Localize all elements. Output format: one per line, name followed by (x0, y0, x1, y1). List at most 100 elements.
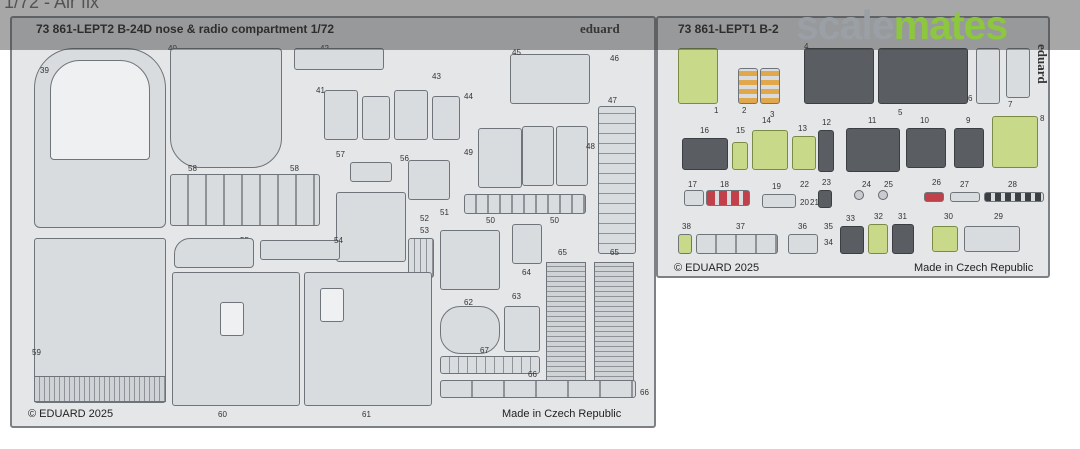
label-r7: 7 (1008, 100, 1013, 109)
label-r22: 22 (800, 180, 809, 189)
part-31 (892, 224, 914, 254)
part-47 (598, 106, 636, 254)
fret-title: 73 861-LEPT1 B-2 (678, 22, 779, 36)
label-58b: 58 (290, 164, 299, 173)
part-41b (362, 96, 390, 140)
copyright-right: © EDUARD 2025 (674, 262, 760, 274)
part-5 (878, 48, 968, 104)
photo-etch-fret-right: 73 861-LEPT1 B-2 eduard 1 2 3 4 5 6 7 16… (656, 16, 1050, 278)
label-r8: 8 (1040, 114, 1045, 123)
label-r38: 38 (682, 222, 691, 231)
label-41: 41 (316, 86, 325, 95)
part-66 (440, 380, 636, 398)
label-65a: 65 (558, 248, 567, 257)
label-r32: 32 (874, 212, 883, 221)
part-16 (682, 138, 728, 170)
breadcrumb: 1/72 - Air fix (4, 0, 100, 12)
label-50a: 50 (486, 216, 495, 225)
label-56: 56 (400, 154, 409, 163)
copyright-left: © EDUARD 2025 (28, 408, 114, 420)
watermark-mates: mates (893, 2, 1009, 48)
part-59 (34, 238, 166, 403)
part-25 (878, 190, 888, 200)
part-60-window (220, 302, 244, 336)
label-45: 45 (512, 48, 521, 57)
part-65b (594, 262, 634, 382)
part-50 (464, 194, 586, 214)
label-r18: 18 (720, 180, 729, 189)
scalemates-watermark: scalemates (796, 2, 1009, 49)
origin-right: Made in Czech Republic (914, 262, 1034, 274)
part-3 (760, 68, 780, 104)
part-54 (260, 240, 340, 260)
part-57 (350, 162, 392, 182)
label-r15: 15 (736, 126, 745, 135)
label-r21: 21 (810, 198, 819, 207)
part-14 (752, 130, 788, 170)
watermark-scale: scale (796, 2, 895, 48)
part-49 (478, 128, 522, 188)
label-59: 59 (32, 348, 41, 357)
label-43: 43 (432, 72, 441, 81)
label-r11: 11 (868, 116, 877, 125)
part-19 (762, 194, 796, 208)
label-48: 48 (586, 142, 595, 151)
label-r3: 3 (770, 110, 775, 119)
part-59-strip (34, 376, 166, 402)
part-65a (546, 262, 586, 382)
eduard-logo: eduard (580, 21, 620, 36)
origin-left: Made in Czech Republic (502, 408, 622, 420)
label-61: 61 (362, 410, 371, 419)
label-r9: 9 (966, 116, 971, 125)
watermark-overlay-band (0, 0, 1080, 50)
part-58 (170, 174, 320, 226)
label-53: 53 (420, 226, 429, 235)
label-r16: 16 (700, 126, 709, 135)
label-65b: 65 (610, 248, 619, 257)
part-29 (964, 226, 1020, 252)
label-50b: 50 (550, 216, 559, 225)
part-17 (684, 190, 704, 206)
label-r28: 28 (1008, 180, 1017, 189)
label-66: 66 (528, 370, 537, 379)
part-40 (170, 48, 282, 168)
part-18 (706, 190, 750, 206)
label-r31: 31 (898, 212, 907, 221)
part-60 (172, 272, 300, 406)
part-32 (868, 224, 888, 254)
label-r20: 20 (800, 198, 809, 207)
part-12 (818, 130, 834, 172)
part-28 (984, 192, 1044, 202)
label-r26: 26 (932, 178, 941, 187)
label-62: 62 (464, 298, 473, 307)
part-41a (324, 90, 358, 140)
part-67 (440, 356, 540, 374)
part-9 (954, 128, 984, 168)
label-64: 64 (522, 268, 531, 277)
part-36 (788, 234, 818, 254)
part-52 (336, 192, 406, 262)
label-r5: 5 (898, 108, 903, 117)
label-r23: 23 (822, 178, 831, 187)
part-41c (394, 90, 428, 140)
part-48b (556, 126, 588, 186)
label-r34: 34 (824, 238, 833, 247)
part-48c (440, 230, 500, 290)
label-r24: 24 (862, 180, 871, 189)
label-r36: 36 (798, 222, 807, 231)
label-63: 63 (512, 292, 521, 301)
label-60: 60 (218, 410, 227, 419)
label-67: 67 (480, 346, 489, 355)
part-42 (294, 48, 384, 70)
part-39-inner (50, 60, 150, 160)
fret-title: 73 861-LEPT2 B-24D nose & radio compartm… (36, 22, 335, 36)
part-4 (804, 48, 874, 104)
part-13 (792, 136, 816, 170)
label-r13: 13 (798, 124, 807, 133)
label-r19: 19 (772, 182, 781, 191)
label-r25: 25 (884, 180, 893, 189)
label-47: 47 (608, 96, 617, 105)
label-r35: 35 (824, 222, 833, 231)
label-r10: 10 (920, 116, 929, 125)
label-58a: 58 (188, 164, 197, 173)
